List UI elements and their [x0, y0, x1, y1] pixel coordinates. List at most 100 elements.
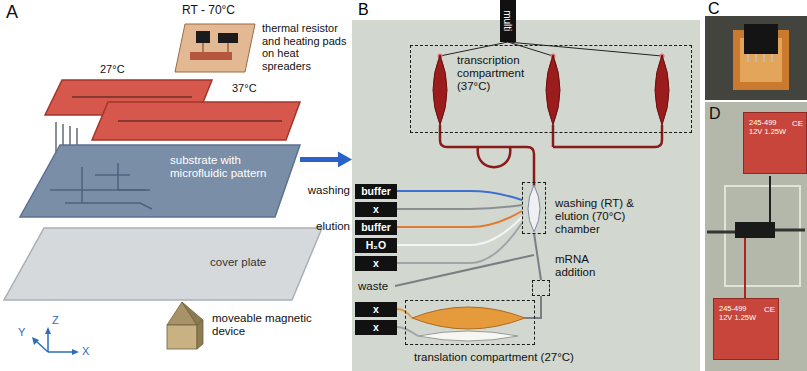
- node-text: washing (RT) & elution (70°C) chamber: [555, 197, 653, 237]
- red-channel: [440, 125, 662, 186]
- port-tag-text: x: [373, 304, 379, 315]
- port-tag: x: [355, 320, 397, 335]
- label-slot: waste: [358, 280, 388, 293]
- red-channel: [552, 125, 555, 147]
- photo-c: [748, 54, 772, 62]
- node-text: C: [708, 0, 720, 18]
- heater-chip: [196, 31, 210, 43]
- axis-symbol: [32, 327, 79, 355]
- reservoir: [655, 55, 669, 125]
- heat-spreader: [92, 102, 300, 140]
- axis-symbol: [72, 349, 79, 355]
- washing-elution-chamber: washing (RT) & elution (70°C) chamber: [522, 182, 546, 234]
- text-slot: H₂O: [355, 238, 397, 253]
- translation-lens: [418, 331, 518, 341]
- cover-plate-outline: [0, 228, 325, 300]
- photo-d: [707, 231, 735, 234]
- axis-symbol: [36, 341, 48, 352]
- port-label: elution: [290, 220, 350, 233]
- cover-plate-shape: [4, 228, 322, 300]
- chamber-lens: [528, 185, 540, 232]
- port-tag-text: buffer: [361, 186, 391, 197]
- text-slot: buffer: [355, 220, 397, 235]
- node-text: CE: [792, 119, 803, 128]
- transcription-compartment: transcription compartment (37°C): [410, 45, 692, 133]
- heater-chip: [203, 43, 228, 52]
- photo-d: [705, 102, 807, 371]
- port-tag-text: x: [373, 322, 379, 333]
- text-slot: D: [709, 105, 721, 123]
- panel-letter: A: [6, 2, 18, 23]
- transfer-arrow: [300, 157, 338, 162]
- text-slot: x: [355, 256, 397, 271]
- text-slot: substrate with microfluidic pattern: [170, 154, 270, 180]
- label-slot: Z: [52, 314, 59, 327]
- port-tag-text: x: [373, 204, 379, 215]
- axis-symbol: [48, 351, 74, 353]
- photo-d: [735, 222, 775, 238]
- port-tag: buffer: [355, 220, 397, 235]
- port-channel: [397, 327, 418, 336]
- node-text: B: [358, 1, 369, 19]
- text-slot: translation compartment (27°C): [414, 351, 614, 364]
- chip-photo: [352, 20, 700, 371]
- photo-d: [769, 176, 771, 222]
- temperature-label: 37°C: [232, 82, 257, 95]
- port-channel: [397, 205, 522, 209]
- text-slot: buffer: [355, 184, 397, 199]
- substrate-layer-shape: [20, 145, 300, 217]
- part-label: moveable magnetic device: [212, 312, 332, 338]
- axis-symbol: [32, 337, 39, 345]
- label-slot: X: [82, 345, 89, 358]
- microfluidic-channel: [65, 203, 152, 209]
- axis-symbol: [47, 332, 49, 352]
- port-tag: x: [355, 256, 397, 271]
- label-slot: A: [6, 2, 18, 23]
- text-slot: transcription compartment (37°C): [457, 54, 543, 94]
- microfluidic-channel: [118, 163, 150, 190]
- photo-c: [705, 16, 807, 100]
- mrna-inlet: mRNA addition: [532, 280, 550, 296]
- node-text: cover plate: [210, 256, 290, 269]
- heater-chip: [190, 52, 232, 60]
- label-slot: 27°C: [100, 63, 125, 76]
- translation-compartment: translation compartment (27°C): [405, 300, 535, 345]
- axis-symbol: [45, 327, 51, 334]
- reservoir: [546, 55, 560, 125]
- axis-label: Y: [18, 326, 25, 339]
- magnet-symbol: [167, 302, 203, 349]
- photo-c: [744, 24, 778, 54]
- substrate-layer-outline: [20, 145, 300, 217]
- magnet-symbol: [197, 320, 203, 349]
- port-channel: [397, 217, 522, 245]
- cover-plate: cover plate: [0, 228, 325, 300]
- axis-label: Z: [52, 314, 59, 327]
- label-slot: RT - 70°C: [182, 4, 235, 18]
- port-label: washing: [290, 184, 350, 197]
- photo-panel: D245-499 12V 1.25WCE245-499 12V 1.25WCE: [705, 102, 807, 371]
- text-slot: 245-499 12V 1.25W: [719, 305, 761, 322]
- text-slot: x: [355, 302, 397, 317]
- axis-label: X: [82, 345, 89, 358]
- magnet-symbol: [167, 325, 197, 349]
- text-slot: multi: [500, 0, 516, 42]
- port-channel: [397, 191, 522, 200]
- label-slot: washing: [290, 184, 350, 197]
- text-slot: C: [708, 0, 720, 18]
- chamber-lens: [528, 185, 540, 232]
- port-tag: x: [355, 302, 397, 317]
- heat-spreader: [72, 97, 192, 98]
- node-text: mRNA addition: [555, 253, 617, 279]
- photo-panel: C: [705, 0, 807, 100]
- port-channel: [397, 223, 522, 263]
- node-text: translation compartment (27°C): [414, 351, 614, 364]
- chip-photo: [352, 20, 700, 371]
- node-text: transcription compartment (37°C): [457, 54, 543, 94]
- photo-d: [775, 229, 805, 232]
- heat-spreader: [118, 121, 282, 122]
- heater-chip: [175, 24, 255, 72]
- translation-lens: [412, 307, 525, 341]
- node-text: substrate with microfluidic pattern: [170, 154, 270, 180]
- port-tag-text: x: [373, 258, 379, 269]
